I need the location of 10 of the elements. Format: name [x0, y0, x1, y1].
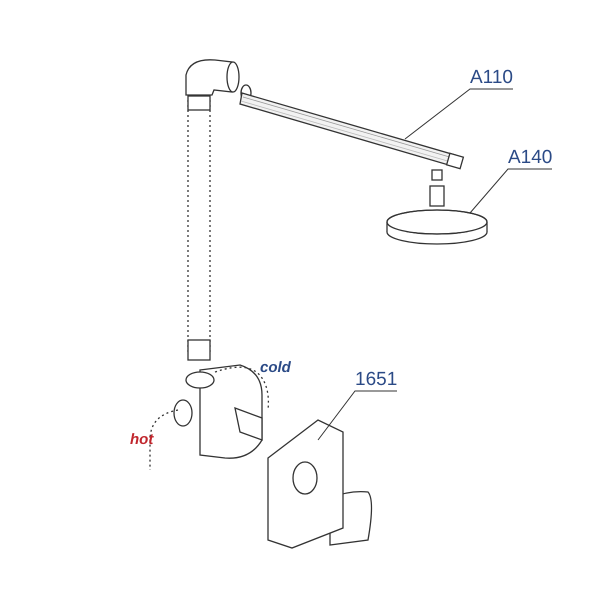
- shower-arm-drawing: [239, 92, 464, 170]
- part-number: 1651: [355, 370, 398, 389]
- leader-line: [470, 168, 552, 214]
- part-number: A110: [470, 68, 513, 87]
- cold-label: cold: [260, 360, 291, 375]
- hot-label: hot: [130, 432, 154, 447]
- leader-line: [318, 390, 398, 440]
- leader-line: [404, 88, 514, 140]
- part-number: A140: [508, 148, 552, 167]
- shower-head-drawing: [386, 169, 488, 245]
